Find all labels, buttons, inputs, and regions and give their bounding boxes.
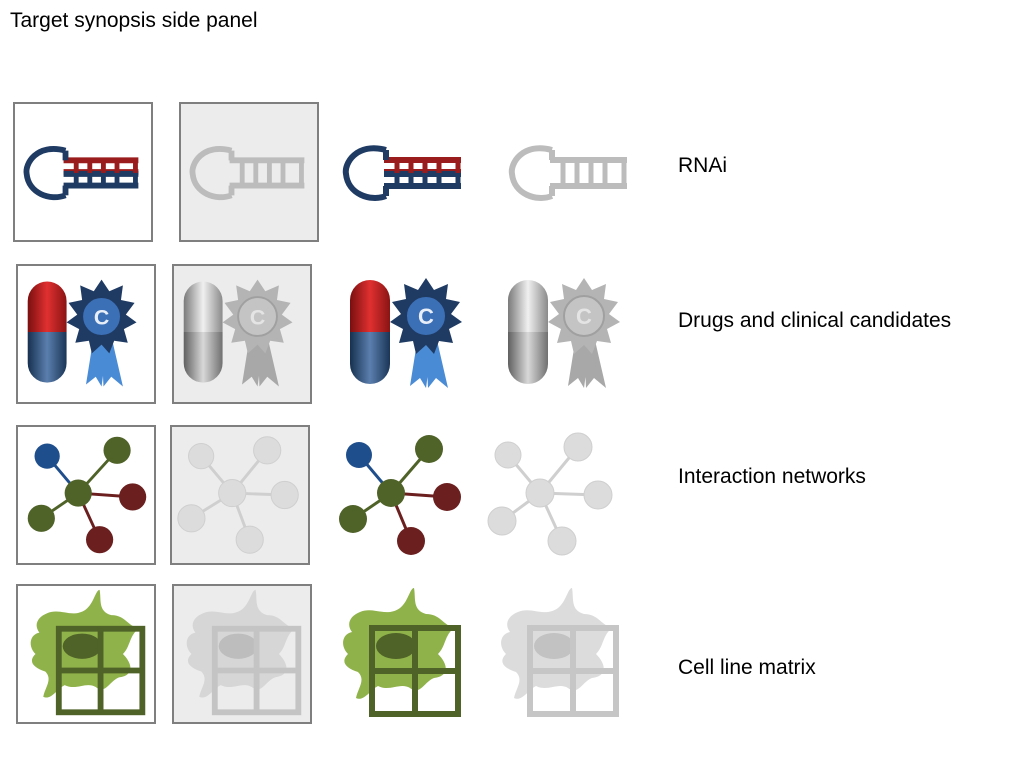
drugs-icon-plain-active[interactable]: C <box>340 264 480 404</box>
svg-text:C: C <box>418 304 434 329</box>
rnai-hairpin-icon <box>189 146 305 201</box>
svg-text:C: C <box>94 305 109 329</box>
cell-line-icon-plain-disabled[interactable] <box>488 584 628 724</box>
row-label-networks: Interaction networks <box>678 465 866 488</box>
svg-text:C: C <box>576 304 592 329</box>
cell-line-icon-framed-disabled[interactable] <box>172 584 312 724</box>
rnai-icon-framed-active[interactable] <box>13 102 153 242</box>
rnai-hairpin-icon <box>508 145 627 201</box>
pill-award-icon: C <box>183 279 293 387</box>
pill-award-icon: C <box>27 279 137 387</box>
network-nodes-icon <box>339 435 461 555</box>
rnai-hairpin-icon <box>23 146 139 201</box>
cell-grid-icon <box>343 588 461 717</box>
rnai-hairpin-icon <box>342 145 461 201</box>
row-label-cell-line: Cell line matrix <box>678 656 816 679</box>
network-icon-framed-disabled[interactable] <box>170 425 310 565</box>
pill-award-icon: C <box>350 278 462 388</box>
pill-award-icon: C <box>508 278 620 388</box>
network-icon-plain-active[interactable] <box>325 425 465 565</box>
rnai-icon-framed-disabled[interactable] <box>179 102 319 242</box>
cell-grid-icon <box>30 589 146 716</box>
page-title: Target synopsis side panel <box>10 9 258 32</box>
row-label-rnai: RNAi <box>678 154 728 177</box>
drugs-icon-framed-disabled[interactable]: C <box>172 264 312 404</box>
row-label-drugs: Drugs and clinical candidates <box>678 309 952 332</box>
network-nodes-icon <box>177 436 299 554</box>
drugs-icon-framed-active[interactable]: C <box>16 264 156 404</box>
cell-line-icon-framed-active[interactable] <box>16 584 156 724</box>
network-icon-framed-active[interactable] <box>16 425 156 565</box>
rnai-icon-plain-disabled[interactable] <box>500 102 640 242</box>
cell-grid-icon <box>501 588 619 717</box>
svg-text:C: C <box>250 305 265 329</box>
rnai-icon-plain-active[interactable] <box>334 102 474 242</box>
network-nodes-icon <box>27 436 147 554</box>
cell-line-icon-plain-active[interactable] <box>330 584 470 724</box>
cell-grid-icon <box>186 589 302 716</box>
network-icon-plain-disabled[interactable] <box>474 425 614 565</box>
network-nodes-icon <box>487 432 613 556</box>
drugs-icon-plain-disabled[interactable]: C <box>498 264 638 404</box>
